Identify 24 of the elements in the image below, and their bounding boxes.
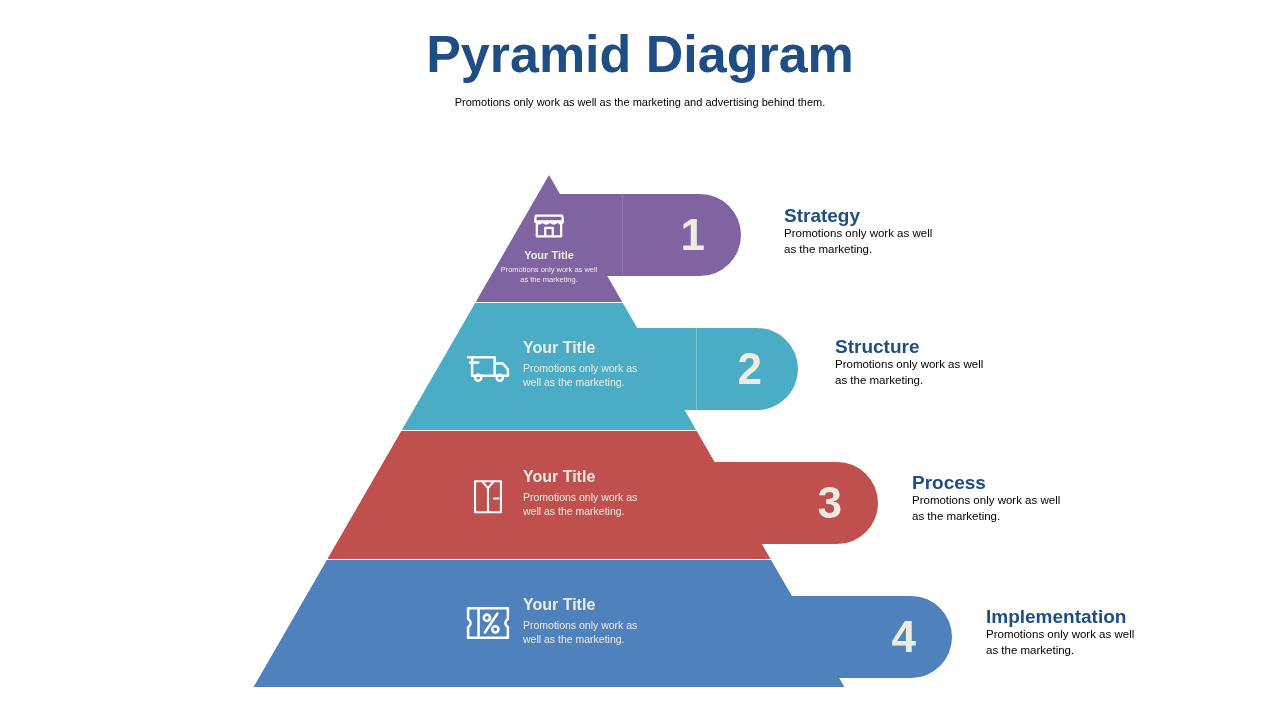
step-number: 2	[737, 343, 762, 395]
step-title: Implementation	[986, 606, 1127, 628]
layer-title: Your Title	[523, 339, 596, 357]
layer-description: Promotions only work as well as the marketing.	[523, 618, 639, 646]
step-title: Process	[912, 472, 986, 494]
step-description: Promotions only work as well as the marketing.	[784, 226, 934, 257]
step-number: 4	[891, 611, 916, 663]
step-description: Promotions only work as well as the marketing.	[912, 493, 1062, 524]
layer-title: Your Title	[523, 249, 575, 261]
layer-description: Promotions only work as well as the marketing.	[523, 489, 639, 518]
step-description: Promotions only work as well as the marketing.	[835, 357, 985, 388]
number-tab	[696, 328, 798, 410]
step-description: Promotions only work as well as the marketing.	[986, 627, 1136, 658]
number-tab	[622, 194, 741, 276]
subtitle: Promotions only work as well as the marketing and advertising behind them.	[454, 96, 826, 108]
step-title: Strategy	[784, 205, 861, 227]
step-number: 3	[817, 477, 842, 529]
layer-description: Promotions only work as well as the marketing.	[523, 361, 639, 389]
layer-title: Your Title	[523, 596, 596, 614]
page-title: Pyramid Diagram	[426, 25, 854, 83]
step-number: 1	[680, 209, 705, 261]
pyramid-layer	[401, 303, 697, 430]
layer-title: Your Title	[523, 467, 596, 486]
step-title: Structure	[835, 336, 920, 358]
